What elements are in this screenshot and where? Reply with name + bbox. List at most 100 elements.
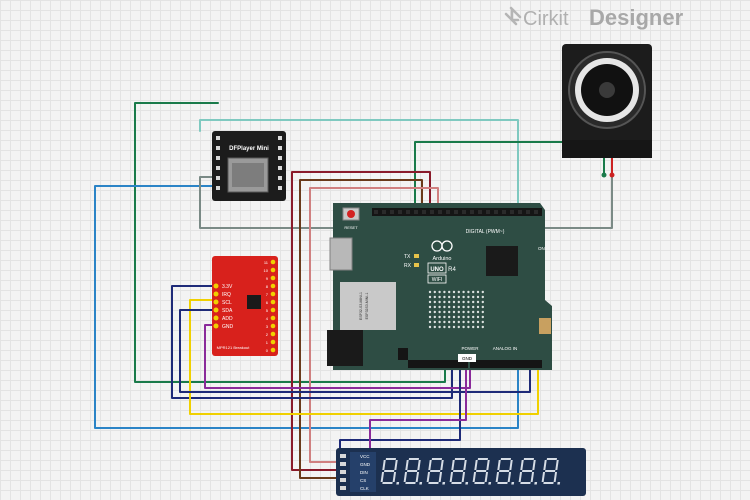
led-matrix-dot <box>428 300 432 304</box>
seven-segment-digit <box>518 458 538 485</box>
led-matrix-dot <box>433 305 436 309</box>
mpr121-electrode-number: 9 <box>266 276 269 281</box>
led-matrix-dot <box>462 290 465 294</box>
mpr121-electrode-number: 5 <box>266 308 269 313</box>
wire-gray[interactable] <box>199 174 613 229</box>
led-matrix-dot <box>462 325 465 329</box>
led-matrix-dot <box>462 315 465 319</box>
dfplayer-mini-module[interactable]: DFPlayer Mini <box>212 131 286 201</box>
led-matrix-dot <box>452 290 456 294</box>
arduino-logo-text: Arduino <box>433 256 452 262</box>
mpr121-electrode-number: 7 <box>266 292 269 297</box>
mpr121-electrode-number: 4 <box>266 316 269 321</box>
seven-segment-display-module[interactable]: VCC GND DIN CS CLK <box>336 448 586 496</box>
led-matrix-dot <box>467 295 470 299</box>
wire-rose[interactable] <box>309 187 439 463</box>
led-matrix-dot <box>462 305 465 309</box>
mpr121-electrode-number: 1 <box>266 340 269 345</box>
led-matrix-dot <box>428 295 432 299</box>
seven-segment-digit <box>449 458 469 485</box>
wire-purple[interactable] <box>204 324 471 389</box>
on-label: ON <box>538 246 545 251</box>
led-matrix-dot <box>438 320 441 324</box>
wire-green-top[interactable] <box>134 102 446 383</box>
speaker-terminal-pos[interactable] <box>609 172 615 178</box>
seven-segment-digit <box>426 458 446 485</box>
mpr121-electrode-number: 11 <box>264 260 269 265</box>
brand-name-part1: Cirkit <box>523 8 569 30</box>
digital-label: DIGITAL (PWM~) <box>466 229 505 235</box>
speaker-terminal-neg[interactable] <box>601 172 607 178</box>
wire-brown[interactable] <box>299 179 423 479</box>
led-matrix-dot <box>443 325 446 329</box>
led-matrix-dot <box>448 290 451 294</box>
wire-blue[interactable] <box>94 185 519 429</box>
led-matrix-dot <box>438 295 441 299</box>
led-matrix-dot <box>472 310 475 314</box>
led-matrix-dot <box>457 290 460 294</box>
led-matrix-dot <box>457 305 460 309</box>
led-matrix-dot <box>438 290 441 294</box>
mpr121-electrode-number: 3 <box>266 324 269 329</box>
led-matrix-dot <box>476 295 480 299</box>
led-matrix-dot <box>448 310 451 314</box>
seven-segment-digit <box>495 458 515 485</box>
led-matrix-dot <box>452 325 456 329</box>
dfplayer-title: DFPlayer Mini <box>229 146 269 152</box>
led-matrix-dot <box>438 305 441 309</box>
wire-maroon[interactable] <box>291 171 431 471</box>
led-matrix-dot <box>467 290 470 294</box>
led-matrix-dot <box>452 310 456 314</box>
mpr121-pin-label: SDA <box>222 308 233 314</box>
speaker[interactable] <box>562 44 652 178</box>
reset-label: RESET <box>344 225 358 230</box>
r4-label: R4 <box>448 267 456 273</box>
led-matrix-dot <box>472 325 475 329</box>
led-matrix-dot <box>428 315 432 319</box>
mpr121-pin-label: 3.3V <box>222 284 233 290</box>
led-matrix-dot <box>452 295 456 299</box>
display-pin-label: GND <box>360 462 371 467</box>
mpr121-electrode-number: 8 <box>266 284 269 289</box>
led-matrix-dot <box>443 320 446 324</box>
led-matrix-dot <box>438 315 441 319</box>
led-matrix-dot <box>448 315 451 319</box>
display-pin-label: DIN <box>360 470 368 475</box>
led-matrix-dot <box>443 300 446 304</box>
led-matrix-dot <box>428 320 432 324</box>
led-matrix-dot <box>452 315 456 319</box>
mpr121-pin-label: IRQ <box>222 292 231 298</box>
cirkit-designer-logo: Cirkit Designer <box>504 5 684 30</box>
led-matrix-dot <box>428 305 432 309</box>
seven-segment-digit <box>403 458 423 485</box>
led-matrix-dot <box>448 305 451 309</box>
arduino-uno-r4-wifi[interactable]: RESET DIGITAL (PWM~) Arduino UNO R4 WIFI… <box>327 203 552 370</box>
led-matrix-dot <box>467 325 470 329</box>
led-matrix-dot <box>481 320 484 324</box>
display-pin-label: CS <box>360 478 366 483</box>
mpr121-breakout[interactable]: 3.3V IRQ SCL SDA ADD GND MPR121 Breakout… <box>212 256 278 356</box>
wire-navy-2[interactable] <box>179 309 531 393</box>
esp32-module <box>340 282 396 330</box>
led-matrix-dot <box>472 305 475 309</box>
led-matrix-dot <box>481 295 484 299</box>
led-matrix-dot <box>448 325 451 329</box>
led-matrix-dot <box>472 290 475 294</box>
power-label: POWER <box>461 346 479 351</box>
led-matrix-dot <box>481 310 484 314</box>
led-matrix-dot <box>448 295 451 299</box>
led-matrix-dot <box>472 295 475 299</box>
led-matrix-dot <box>476 290 480 294</box>
led-matrix-dot <box>467 310 470 314</box>
led-matrix-dot <box>472 315 475 319</box>
led-matrix-dot <box>476 300 480 304</box>
led-matrix-dot <box>443 310 446 314</box>
led-matrix-dot <box>462 310 465 314</box>
wire-teal[interactable] <box>199 119 519 213</box>
led-matrix-dot <box>438 325 441 329</box>
esp-module-text-2: ESP32S3-MINI-1 <box>365 293 369 320</box>
seven-segment-digit <box>541 458 561 485</box>
led-matrix-dot <box>462 295 465 299</box>
wire-yellow-mpr[interactable] <box>189 299 539 415</box>
led-matrix-dot <box>457 320 460 324</box>
